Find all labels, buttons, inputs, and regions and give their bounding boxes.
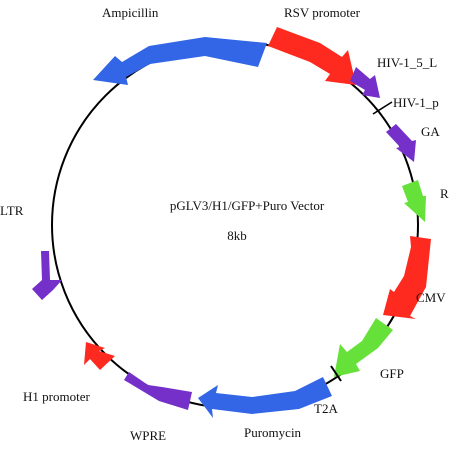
label-gag: GA — [421, 124, 440, 139]
label-rre: R — [440, 186, 449, 201]
hivpsi-marker — [372, 101, 393, 115]
feature-arrow-cmv — [383, 236, 431, 319]
feature-arrow-puro — [198, 377, 332, 418]
vector-size: 8kb — [227, 228, 247, 243]
label-ltr3: LTR — [0, 203, 24, 218]
feature-arrow-gag — [386, 124, 416, 162]
label-hivpsi: HIV-1_p — [393, 95, 439, 110]
label-rsv: RSV promoter — [284, 5, 361, 20]
feature-arrow-ltr3 — [32, 251, 62, 300]
feature-arrow-rre — [402, 180, 426, 222]
label-ampicillin: Ampicillin — [102, 5, 159, 20]
t2a-marker — [330, 365, 342, 382]
label-wpre: WPRE — [130, 428, 166, 443]
label-hiv5ltr: HIV-1_5_L — [377, 55, 437, 70]
feature-arrow-rsv — [268, 27, 356, 85]
label-puro: Puromycin — [244, 425, 302, 440]
label-h1: H1 promoter — [23, 389, 90, 404]
vector-name: pGLV3/H1/GFP+Puro Vector — [170, 198, 325, 213]
feature-arrow-h1 — [84, 342, 115, 370]
feature-arrow-wpre — [124, 372, 192, 410]
feature-arrow-hiv5ltr — [350, 67, 380, 98]
feature-arrow-ampicillin — [93, 37, 267, 85]
label-cmv: CMV — [416, 290, 446, 305]
label-t2a: T2A — [314, 401, 338, 416]
label-gfp: GFP — [380, 366, 404, 381]
feature-arrow-gfp — [334, 318, 393, 377]
